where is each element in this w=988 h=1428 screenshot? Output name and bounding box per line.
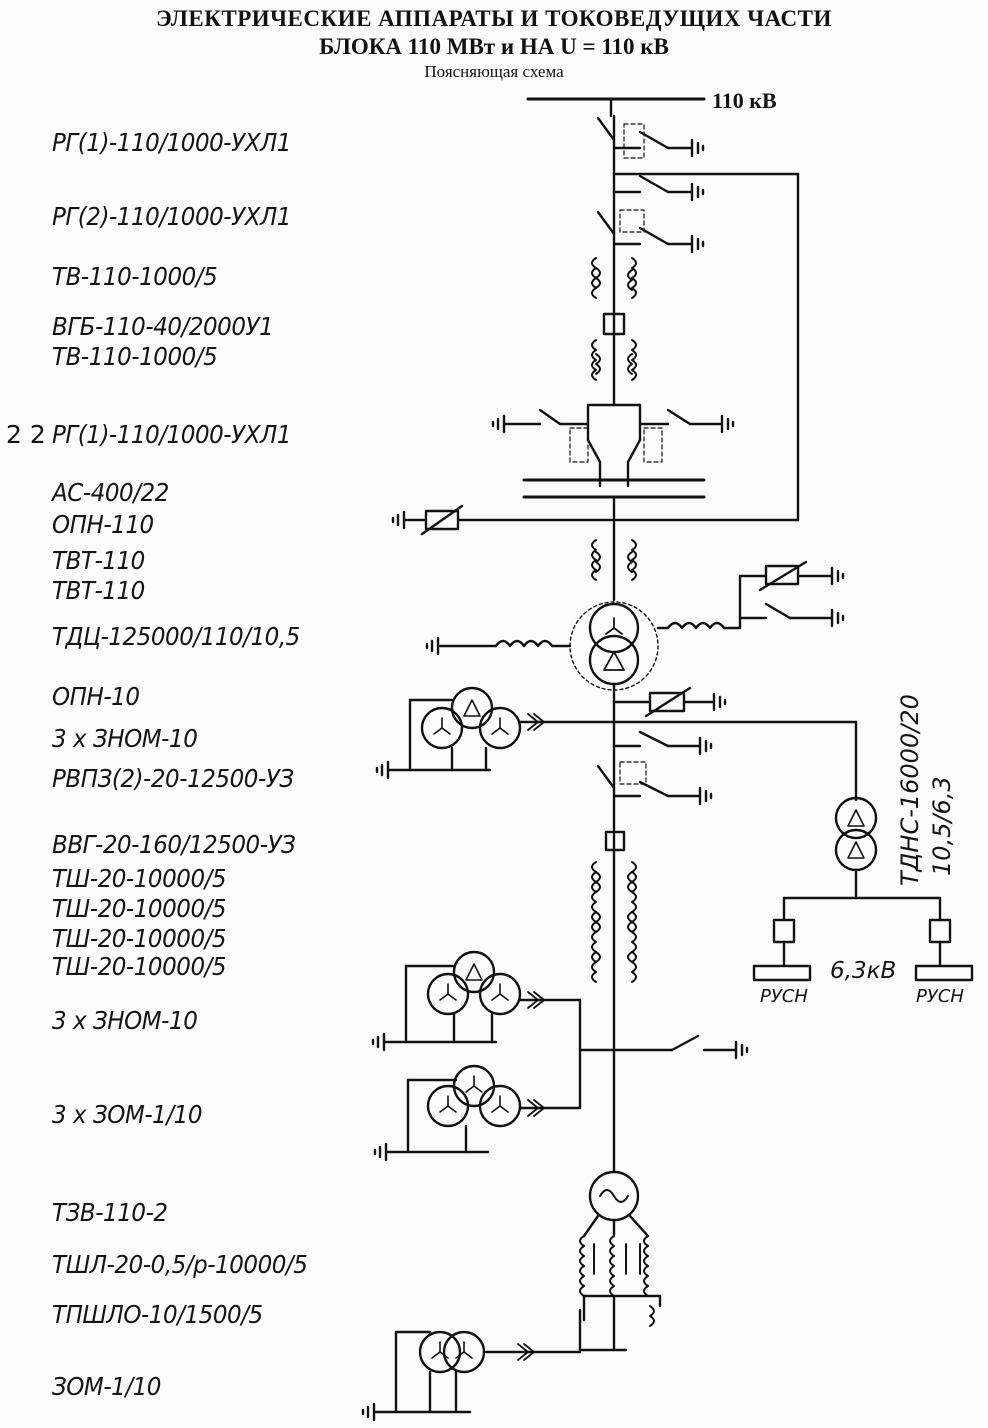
label-tv-110-top: ТВ-110-1000/5 xyxy=(52,262,218,291)
subtitle: Поясняющая схема xyxy=(424,62,564,81)
vt-znom-10-bottom xyxy=(428,952,520,1014)
aux-transformer-winding-lv xyxy=(836,830,876,870)
label-tsh-20-2: ТШ-20-10000/5 xyxy=(52,894,227,923)
generator-earth-switch xyxy=(672,1036,698,1050)
transformer-tdc-winding-lv xyxy=(590,636,638,684)
label-tsh-20-1: ТШ-20-10000/5 xyxy=(52,864,227,893)
neutral-reactor xyxy=(496,641,552,646)
label-tsh-20-4: ТШ-20-10000/5 xyxy=(52,952,227,981)
label-vgb-110: ВГБ-110-40/2000У1 xyxy=(52,312,274,341)
label-rg2-110: РГ(2)-110/1000-УХЛ1 xyxy=(52,202,292,231)
ct-tv-110-top xyxy=(592,258,636,298)
label-3x-znom-10-bottom: 3 х ЗНОМ-10 xyxy=(52,1006,198,1035)
title-line-2: БЛОКА 110 МВт и НА U = 110 кВ xyxy=(319,34,669,59)
label-tpshlo-10: ТПШЛО-10/1500/5 xyxy=(52,1300,263,1329)
aux-breaker-left xyxy=(774,920,794,942)
disconnector-rg2 xyxy=(598,212,614,234)
rusn-right-label: РУСН xyxy=(916,986,964,1007)
label-rg1-110: РГ(1)-110/1000-УХЛ1 xyxy=(52,128,292,157)
ct-tsh-20 xyxy=(592,862,636,982)
ct-tv-110-bottom xyxy=(592,340,636,380)
vt-znom-10-top xyxy=(422,688,520,748)
label-tzv-110-2: ТЗВ-110-2 xyxy=(52,1198,168,1227)
label-tv-110-bottom: ТВ-110-1000/5 xyxy=(52,342,218,371)
bus-disconnector-left xyxy=(588,440,600,462)
disconnector-rg1-top xyxy=(598,118,614,140)
label-rvpz-20: РВПЗ(2)-20-12500-УЗ xyxy=(52,764,294,793)
label-tshl-20: ТШЛ-20-0,5/р-10000/5 xyxy=(52,1250,308,1279)
aux-transformer-winding-hv xyxy=(836,798,876,838)
aux-voltage-label: 6,3кВ xyxy=(830,958,897,984)
aux-breaker-right xyxy=(930,920,950,942)
label-zom-1-10: ЗОМ-1/10 xyxy=(52,1372,161,1401)
label-opn-10: ОПН-10 xyxy=(52,682,140,711)
label-tsh-20-3: ТШ-20-10000/5 xyxy=(52,924,227,953)
rusn-bus-right xyxy=(916,966,972,980)
label-3x-znom-10-top: 3 х ЗНОМ-10 xyxy=(52,724,198,753)
breaker-vvg-20 xyxy=(606,832,624,850)
ct-tpshlo-10 xyxy=(650,1306,654,1326)
label-tvt-110-b: ТВТ-110 xyxy=(52,576,145,605)
vt-zom-1-10-neutral xyxy=(420,1332,484,1372)
disconnector-rvpz xyxy=(598,766,614,788)
transformer-tdc-outline xyxy=(570,602,658,690)
label-tdc-transformer: ТДЦ-125000/110/10,5 xyxy=(52,622,300,651)
ground-symbol xyxy=(692,140,703,156)
label-opn-110: ОПН-110 xyxy=(52,510,154,539)
bus-voltage-label: 110 кВ xyxy=(712,88,777,113)
label-as-400: АС-400/22 xyxy=(52,478,169,507)
earth-switch-rg1-blade xyxy=(640,132,668,148)
breaker-vgb-110 xyxy=(604,314,624,334)
vt-zom-1-10 xyxy=(428,1066,520,1126)
label-vvg-20: ВВГ-20-160/12500-УЗ xyxy=(52,830,296,859)
ct-tvt-110 xyxy=(592,540,636,580)
rusn-bus-left xyxy=(754,966,810,980)
label-3x-zom-1-10: 3 х ЗОМ-1/10 xyxy=(52,1100,202,1129)
label-rg1-110-second: РГ(1)-110/1000-УХЛ1 xyxy=(52,420,292,449)
rusn-left-label: РУСН xyxy=(760,986,808,1007)
label-tvt-110-a: ТВТ-110 xyxy=(52,546,145,575)
ct-tshl-20 xyxy=(580,1236,648,1296)
title-line-1: ЭЛЕКТРИЧЕСКИЕ АППАРАТЫ И ТОКОВЕДУЩИХ ЧАС… xyxy=(156,6,832,31)
bus-disconnector-right xyxy=(628,440,640,462)
margin-mark: 2 2 xyxy=(6,420,46,449)
interlock-box-1 xyxy=(624,124,644,158)
